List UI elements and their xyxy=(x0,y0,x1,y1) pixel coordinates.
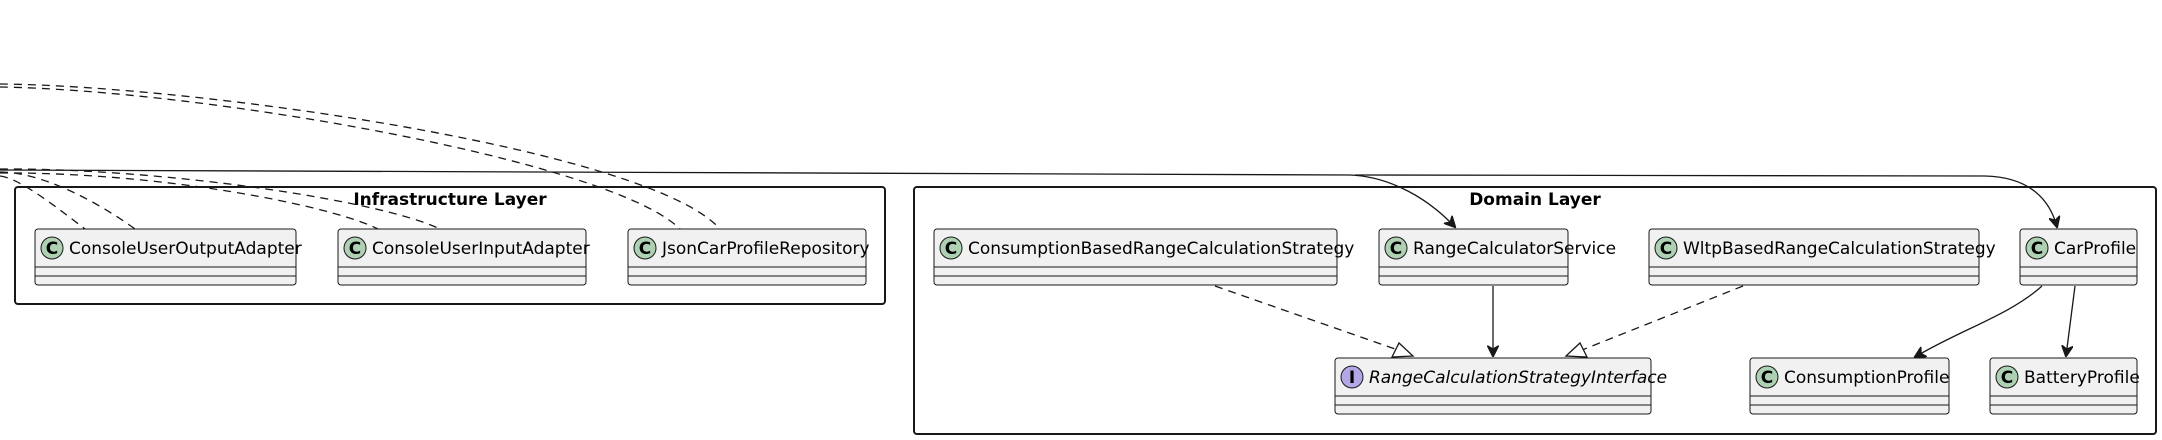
class-icon xyxy=(40,236,64,260)
class-icon xyxy=(633,236,657,260)
dependency-line xyxy=(0,175,86,230)
stereotype-letter: C xyxy=(639,239,651,259)
dependency-line xyxy=(0,168,441,230)
class-icon xyxy=(1755,365,1779,389)
dependency-line xyxy=(0,83,721,230)
class-range-calculator-service[interactable]: C RangeCalculatorService xyxy=(1378,228,1616,286)
class-consumption-based-range-calculation-strategy[interactable]: C ConsumptionBasedRangeCalculationStrate… xyxy=(933,228,1354,286)
class-name: BatteryProfile xyxy=(2024,368,2140,388)
class-name: WltpBasedRangeCalculationStrategy xyxy=(1683,239,1996,259)
class-icon xyxy=(2025,236,2049,260)
class-consumption-profile[interactable]: C ConsumptionProfile xyxy=(1749,357,1950,415)
stereotype-letter: C xyxy=(1660,239,1672,259)
package-title: Domain Layer xyxy=(1469,190,1601,210)
class-name: RangeCalculationStrategyInterface xyxy=(1369,368,1667,388)
dependency-line xyxy=(0,171,136,230)
class-name: JsonCarProfileRepository xyxy=(661,239,870,259)
association-line xyxy=(2066,285,2076,356)
realization-arrowhead xyxy=(1564,341,1589,358)
class-icon xyxy=(343,236,367,260)
dependency-line xyxy=(0,172,379,230)
association-line xyxy=(1354,174,2057,227)
class-name: CarProfile xyxy=(2054,239,2136,259)
dependency-line xyxy=(0,86,681,230)
class-wltp-based-range-calculation-strategy[interactable]: C WltpBasedRangeCalculationStrategy xyxy=(1648,228,1996,286)
package-title: Infrastructure Layer xyxy=(353,190,547,210)
stereotype-letter: C xyxy=(1390,239,1402,259)
association-line xyxy=(0,169,1455,227)
realization-line xyxy=(1581,285,1744,351)
class-name: ConsumptionProfile xyxy=(1784,368,1949,388)
class-icon xyxy=(1384,236,1408,260)
stereotype-letter: I xyxy=(1349,368,1355,388)
stereotype-letter: C xyxy=(945,239,957,259)
realization-arrowhead xyxy=(1390,341,1415,358)
stereotype-letter: C xyxy=(349,239,361,259)
interface-range-calculation-strategy-interface[interactable]: I RangeCalculationStrategyInterface xyxy=(1334,357,1667,415)
class-name: ConsumptionBasedRangeCalculationStrategy xyxy=(968,239,1354,259)
class-json-car-profile-repository[interactable]: C JsonCarProfileRepository xyxy=(627,228,870,286)
class-console-user-output-adapter[interactable]: C ConsoleUserOutputAdapter xyxy=(34,228,302,286)
package-domain-layer: Domain Layer xyxy=(913,186,2157,435)
stereotype-letter: C xyxy=(46,239,58,259)
class-icon xyxy=(939,236,963,260)
stereotype-letter: C xyxy=(2031,239,2043,259)
class-name: ConsoleUserOutputAdapter xyxy=(69,239,302,259)
stereotype-letter: C xyxy=(2001,368,2013,388)
class-name: ConsoleUserInputAdapter xyxy=(372,239,590,259)
stereotype-letter: C xyxy=(1761,368,1773,388)
class-battery-profile[interactable]: C BatteryProfile xyxy=(1989,357,2140,415)
class-icon xyxy=(1995,365,2019,389)
class-name: RangeCalculatorService xyxy=(1413,239,1616,259)
realization-line xyxy=(1214,285,1399,351)
class-car-profile[interactable]: C CarProfile xyxy=(2019,228,2138,286)
class-console-user-input-adapter[interactable]: C ConsoleUserInputAdapter xyxy=(337,228,590,286)
package-infrastructure-layer: Infrastructure Layer xyxy=(14,186,886,305)
interface-icon xyxy=(1340,365,1364,389)
association-line xyxy=(1915,285,2043,357)
class-icon xyxy=(1654,236,1678,260)
relationships xyxy=(0,83,2076,358)
